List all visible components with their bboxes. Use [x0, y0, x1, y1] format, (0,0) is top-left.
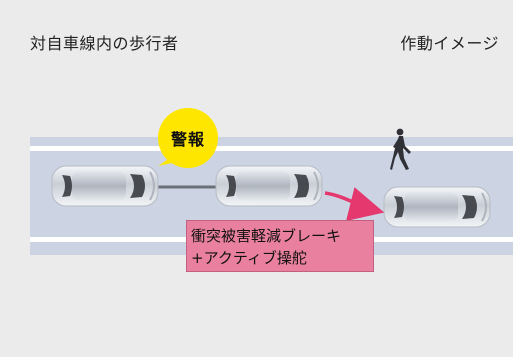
car-icon-1: [51, 165, 159, 207]
lane-line-top: [30, 146, 513, 151]
scenario-title: 対自車線内の歩行者: [30, 34, 179, 53]
warning-bubble: [158, 108, 218, 168]
warning-label: 警報: [170, 130, 205, 149]
car-icon-3: [383, 186, 491, 228]
callout-line-2: +アクティブ操舵: [191, 249, 307, 267]
walking-pedestrian-icon: [390, 128, 411, 170]
car-icon-2: [215, 165, 323, 207]
operation-image-title: 作動イメージ: [400, 34, 499, 53]
callout-line-1: 衝突被害軽減ブレーキ: [191, 227, 342, 245]
assist-callout: 衝突被害軽減ブレーキ +アクティブ操舵: [186, 220, 374, 272]
steering-arrow-icon: [324, 187, 385, 222]
